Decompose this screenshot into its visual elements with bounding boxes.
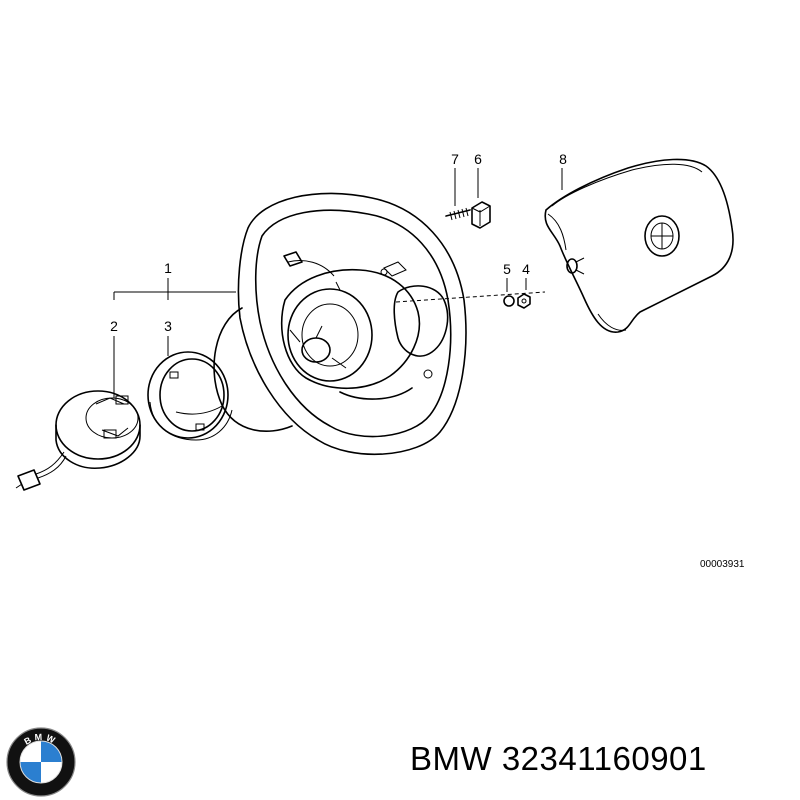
assembly-line [395, 291, 546, 303]
callout-7: 7 [451, 151, 459, 167]
washer [503, 295, 515, 307]
callout-3: 3 [164, 318, 172, 334]
steering-wheel [213, 192, 467, 456]
logo-ring-text: BMW [22, 732, 59, 747]
spacer-ring [147, 351, 233, 441]
callout-2: 2 [110, 318, 118, 334]
caption-part-number: 32341160901 [501, 740, 707, 777]
callout-6: 6 [474, 151, 482, 167]
nut [471, 201, 491, 229]
callout-4: 4 [522, 261, 530, 277]
drawing-number: 00003931 [700, 559, 745, 570]
bmw-logo: BMW [6, 727, 76, 797]
callout-8: 8 [559, 151, 567, 167]
small-nut [517, 293, 531, 309]
slip-ring [15, 390, 141, 491]
screw [445, 207, 471, 221]
leader-lines [113, 168, 563, 398]
callout-5: 5 [503, 261, 511, 277]
caption-brand: BMW [410, 740, 493, 777]
part-caption: BMW 32341160901 [410, 740, 707, 778]
airbag-module [544, 158, 734, 333]
callout-1: 1 [164, 260, 172, 276]
